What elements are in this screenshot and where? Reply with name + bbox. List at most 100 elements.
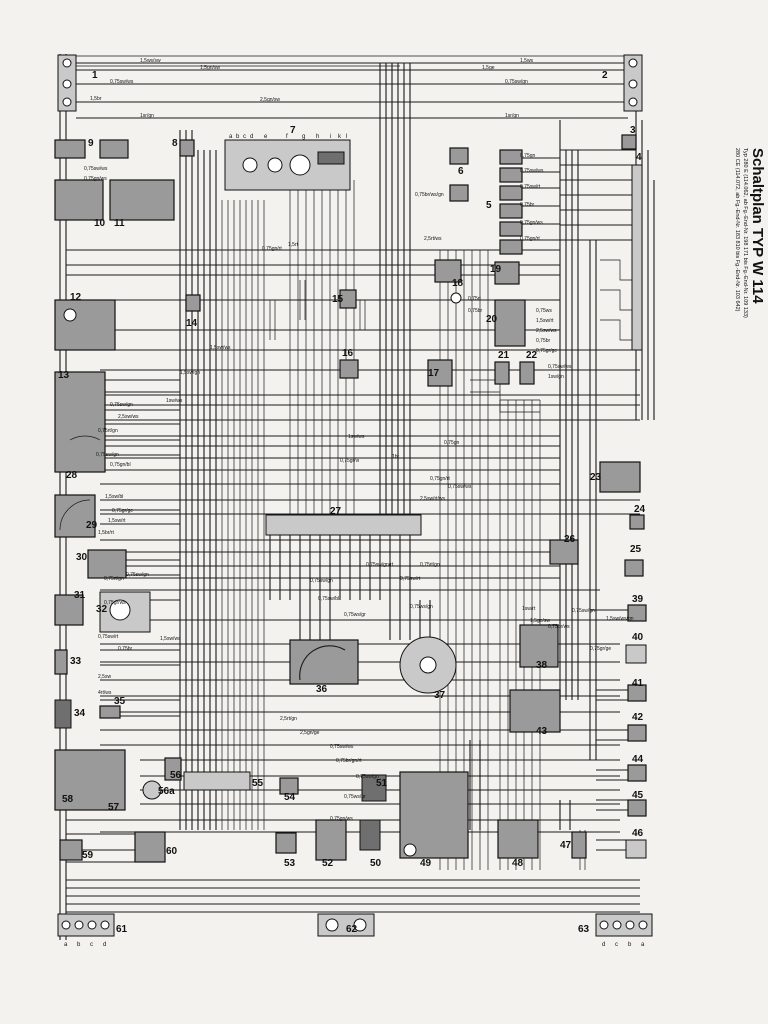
- wire-label: 0,75sw/ws: [330, 744, 354, 750]
- title-block: Schaltplan TYP W 114 Typ 280 E (114.062,…: [686, 148, 768, 528]
- wire-label: 0,75sw/ws: [84, 166, 108, 172]
- wire-label: 0,75sw/ws: [520, 168, 544, 174]
- wire-label: 1,5br: [90, 96, 102, 102]
- component-label-2: 2: [602, 70, 608, 81]
- component-label-3: 3: [630, 125, 636, 136]
- wire-label: 1,5br/rt: [98, 530, 114, 536]
- component-label-42: 42: [632, 712, 644, 723]
- component-label-24: 24: [634, 504, 646, 515]
- wire-label: 0,75br: [536, 338, 551, 344]
- connector-letter-7-8: i: [330, 134, 331, 140]
- component-label-36: 36: [316, 684, 328, 695]
- wire-label: 0,75gr/ge: [590, 646, 611, 652]
- component-label-29: 29: [86, 520, 98, 531]
- wire-label: 1,5sw/gn: [180, 370, 200, 376]
- wire-label: 0,75br/ws: [548, 624, 570, 630]
- component-label-62: 62: [346, 924, 358, 935]
- component-label-30: 30: [76, 552, 88, 563]
- title-inner: Schaltplan TYP W 114 Typ 280 E (114.062,…: [733, 148, 766, 318]
- wire-label: 0,75sw/gn: [310, 578, 333, 584]
- wire-label: 2,5sw/ws: [118, 414, 139, 420]
- wire-label: 4rt/ws: [98, 690, 112, 696]
- connector-letter-7-9: k: [338, 134, 342, 140]
- component-label-12: 12: [70, 292, 82, 303]
- components: [54, 54, 653, 937]
- wire-label: 1br: [392, 454, 400, 460]
- component-label-32: 32: [96, 604, 108, 615]
- wire-label: 2,5gn/sw: [260, 97, 280, 103]
- component-label-54: 54: [284, 792, 296, 803]
- wire-label: 0,75rt/gn: [104, 576, 124, 582]
- component-label-48: 48: [512, 858, 524, 869]
- wire-label: 0,75br: [118, 646, 133, 652]
- component-label-33: 33: [70, 656, 82, 667]
- component-label-6: 6: [458, 166, 464, 177]
- connector-letter-61-0: a: [64, 942, 68, 948]
- wire-label: 1,5ws/sw: [140, 58, 161, 64]
- wire-label: 0,75rt: [468, 296, 481, 302]
- wire-label: 2,5gn/ge: [300, 730, 320, 736]
- component-label-49: 49: [420, 858, 432, 869]
- connector-letter-63-1: c: [615, 942, 618, 948]
- wire-label: 2,5sw/rt/ws: [420, 496, 446, 502]
- wire-label: 2,5sw: [98, 674, 111, 680]
- connector-letter-7-0: a: [229, 134, 233, 140]
- wire-label: 0,75gn/ws: [84, 176, 107, 182]
- connector-letter-7-4: e: [264, 134, 268, 140]
- component-label-13: 13: [58, 370, 70, 381]
- wire-label: 0,75sw/rt: [98, 634, 119, 640]
- component-label-63: 63: [578, 924, 590, 935]
- wire-label: 1,5sw/bl: [105, 494, 123, 500]
- subtitle-line-1: Typ 280 E (114.062, ab Fg.-End-Nr. 198 1…: [742, 148, 748, 318]
- wire-label: 0,75rt/gn: [420, 562, 440, 568]
- component-label-10: 10: [94, 218, 106, 229]
- component-label-43: 43: [536, 726, 548, 737]
- wire-label: 1sr/gn: [140, 113, 154, 119]
- connector-letter-63-0: d: [602, 942, 605, 948]
- component-label-11: 11: [114, 218, 125, 229]
- component-label-34: 34: [74, 708, 86, 719]
- wire-label: 0,75sw/gn: [505, 79, 528, 85]
- component-label-17: 17: [428, 368, 440, 379]
- connector-letter-7-2: c: [243, 134, 246, 140]
- connector-letter-61-3: d: [103, 942, 106, 948]
- wire-label: 0,75gn: [444, 440, 460, 446]
- component-label-55: 55: [252, 778, 264, 789]
- component-label-31: 31: [74, 590, 86, 601]
- connector-letter-63-2: b: [628, 942, 632, 948]
- component-label-14: 14: [186, 318, 198, 329]
- component-label-16: 16: [342, 348, 354, 359]
- connector-letter-7-7: h: [316, 134, 319, 140]
- wire-label: 0,75sw/ws: [548, 364, 572, 370]
- wire-label: 0,75gn/bl: [110, 462, 131, 468]
- wire-label: 0,75gn: [520, 153, 536, 159]
- component-label-56a: 56a: [158, 786, 175, 797]
- component-label-22: 22: [526, 350, 538, 361]
- wire-label: 0,75ws/gn: [410, 604, 433, 610]
- wire-label: 0,75sw/gn: [110, 402, 133, 408]
- component-label-58: 58: [62, 794, 74, 805]
- component-label-41: 41: [632, 678, 644, 689]
- wire-label: 2,5sw/ws: [536, 328, 557, 334]
- component-label-7: 7: [290, 125, 296, 136]
- wire-label: 0,75gn/rt: [430, 476, 450, 482]
- component-label-59: 59: [82, 850, 94, 861]
- component-label-39: 39: [632, 594, 644, 605]
- connector-letter-7-10: l: [346, 134, 347, 140]
- component-label-18: 18: [452, 278, 464, 289]
- component-label-26: 26: [564, 534, 576, 545]
- wire-label: 0,75gr/ge: [112, 508, 133, 514]
- wire-label: 1,5ge/sw: [530, 618, 550, 624]
- component-label-57: 57: [108, 802, 120, 813]
- component-label-21: 21: [498, 350, 510, 361]
- wire-label-layer: 1,5ws/sw 1,5gn/sw 0,75sw/ws 1,5br 2,5gn/sw 1s…: [84, 58, 634, 822]
- wire-label: 0,75sw/bl: [318, 596, 339, 602]
- component-label-47: 47: [560, 840, 572, 851]
- diagram-title: Schaltplan TYP W 114: [749, 148, 766, 304]
- wire-label: 1,5ge: [482, 65, 495, 71]
- component-label-61: 61: [116, 924, 128, 935]
- wire-label: 1,5gn/sw: [200, 65, 220, 71]
- wire-label: 1,5sw/rt: [536, 318, 554, 324]
- connector-letter-7-3: d: [250, 134, 253, 140]
